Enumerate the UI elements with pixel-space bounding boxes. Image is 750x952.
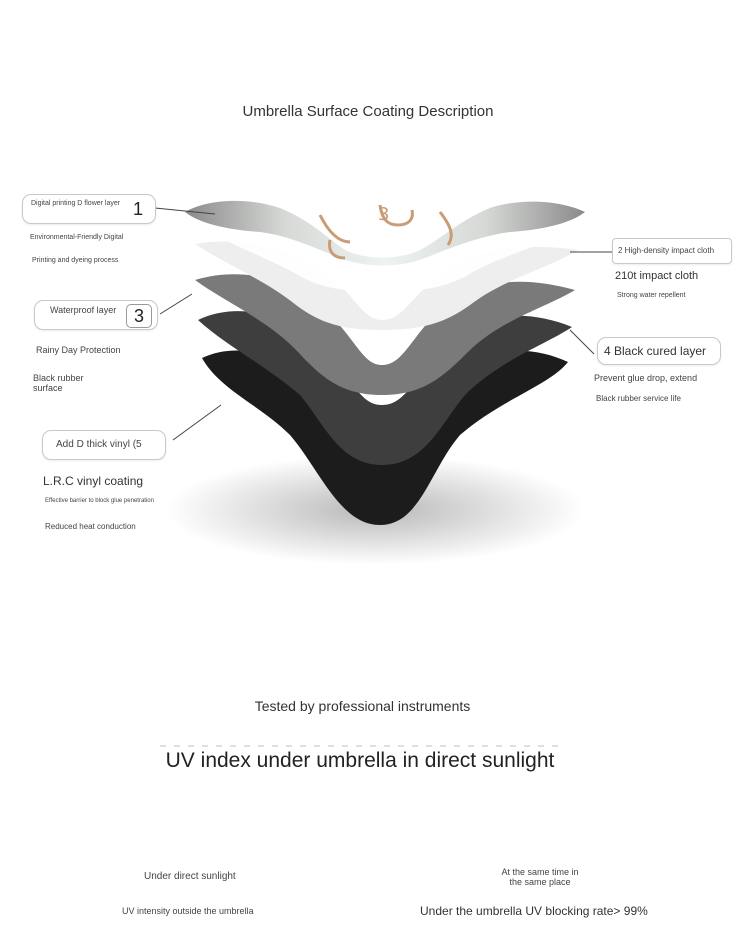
layer-1-printed (185, 200, 585, 266)
layer-2-name: 210t impact cloth (615, 270, 699, 282)
layer-5-black (202, 350, 568, 525)
right-caption: At the same time in the same place (501, 867, 579, 888)
layer-3-label: Waterproof layer (50, 305, 117, 315)
layer-4-note-1: Prevent glue drop, extend (594, 373, 698, 383)
layer-3-callout: Waterproof layer 3 (34, 300, 158, 330)
layer-4-callout: 4 Black cured layer (597, 337, 721, 365)
layer-2-highlight (210, 229, 560, 292)
layer-5-label: Add D thick vinyl (5 (56, 439, 142, 450)
layer-3-note-1: Rainy Day Protection (36, 345, 121, 355)
layer-1-label: Digital printing D flower layer (31, 200, 121, 207)
right-value: Under the umbrella UV blocking rate> 99% (420, 904, 648, 918)
headline-decoration (160, 745, 560, 747)
layer-5-note-1: Effective barrier to block glue penetrat… (45, 498, 154, 504)
layer-4-dark (198, 311, 572, 465)
print-number: 3 (378, 204, 389, 225)
layer-3-gray (195, 274, 575, 395)
print-pattern (318, 204, 453, 260)
layer-5-callout: Add D thick vinyl (5 (42, 430, 166, 460)
layer-2-note: Strong water repellent (617, 292, 686, 299)
layer-4-label: 4 Black cured layer (604, 344, 707, 358)
layer-3-note-2: Black rubber surface (33, 373, 84, 394)
layer-5-name: L.R.C vinyl coating (43, 474, 144, 488)
layer-5-note-2: Reduced heat conduction (45, 522, 136, 531)
left-value: UV intensity outside the umbrella (122, 906, 254, 916)
layer-1-note-1: Environmental-Friendly Digital (30, 234, 124, 241)
layer-3-number: 3 (126, 304, 152, 328)
left-caption: Under direct sunlight (144, 871, 236, 882)
layer-1-callout: Digital printing D flower layer 1 (22, 194, 156, 224)
page-title: Umbrella Surface Coating Description (242, 103, 494, 120)
layer-1-note-2: Printing and dyeing process (32, 257, 119, 264)
layer-1-number: 1 (127, 198, 149, 220)
layer-2-label: 2 High-density impact cloth (618, 246, 715, 255)
layer-4-note-2: Black rubber service life (596, 394, 681, 403)
layer-2-callout: 2 High-density impact cloth (612, 238, 732, 264)
umbrella-layers-illustration: 3 (165, 200, 585, 565)
test-headline: UV index under umbrella in direct sunlig… (165, 749, 555, 772)
test-subtitle: Tested by professional instruments (254, 698, 471, 714)
